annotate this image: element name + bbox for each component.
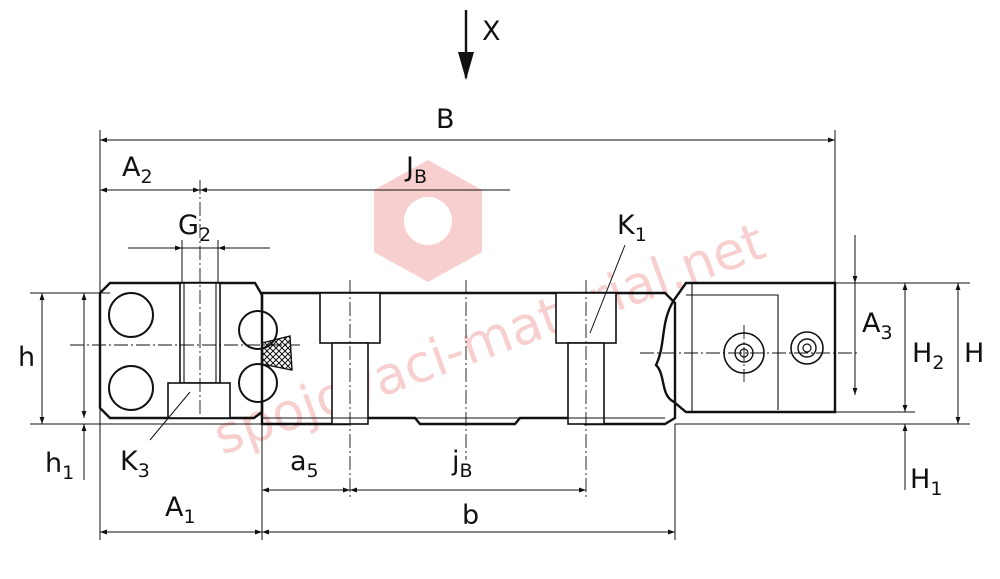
label-H2: H2 [912, 338, 944, 374]
label-G2: G2 [178, 210, 211, 246]
label-K1: K1 [617, 210, 647, 246]
label-A3: A3 [862, 308, 893, 344]
watermark: spojovaci-material.net [206, 160, 773, 467]
guide-rail [260, 291, 677, 426]
label-h: h [18, 342, 35, 373]
label-JB: JB [404, 152, 427, 188]
right-end-block [654, 281, 837, 414]
view-arrow: X [458, 10, 501, 80]
watermark-text: spojovaci-material.net [206, 212, 773, 467]
centerlines [70, 180, 860, 500]
label-jB: jB [451, 446, 473, 482]
label-b: b [462, 500, 479, 531]
dimension-lines [39, 137, 961, 535]
view-label: X [482, 16, 501, 47]
label-H1: H1 [910, 464, 942, 500]
label-a5: a5 [290, 446, 319, 482]
label-H: H [964, 338, 984, 369]
label-A2: A2 [122, 152, 153, 188]
extension-lines [30, 130, 970, 540]
label-A1: A1 [165, 492, 196, 528]
label-K3: K3 [120, 446, 150, 482]
dimension-labels: B A2 JB G2 K1 h h1 K3 A3 H2 H H1 a5 jB A… [18, 104, 984, 531]
label-B: B [436, 104, 455, 135]
label-h1: h1 [45, 448, 74, 484]
